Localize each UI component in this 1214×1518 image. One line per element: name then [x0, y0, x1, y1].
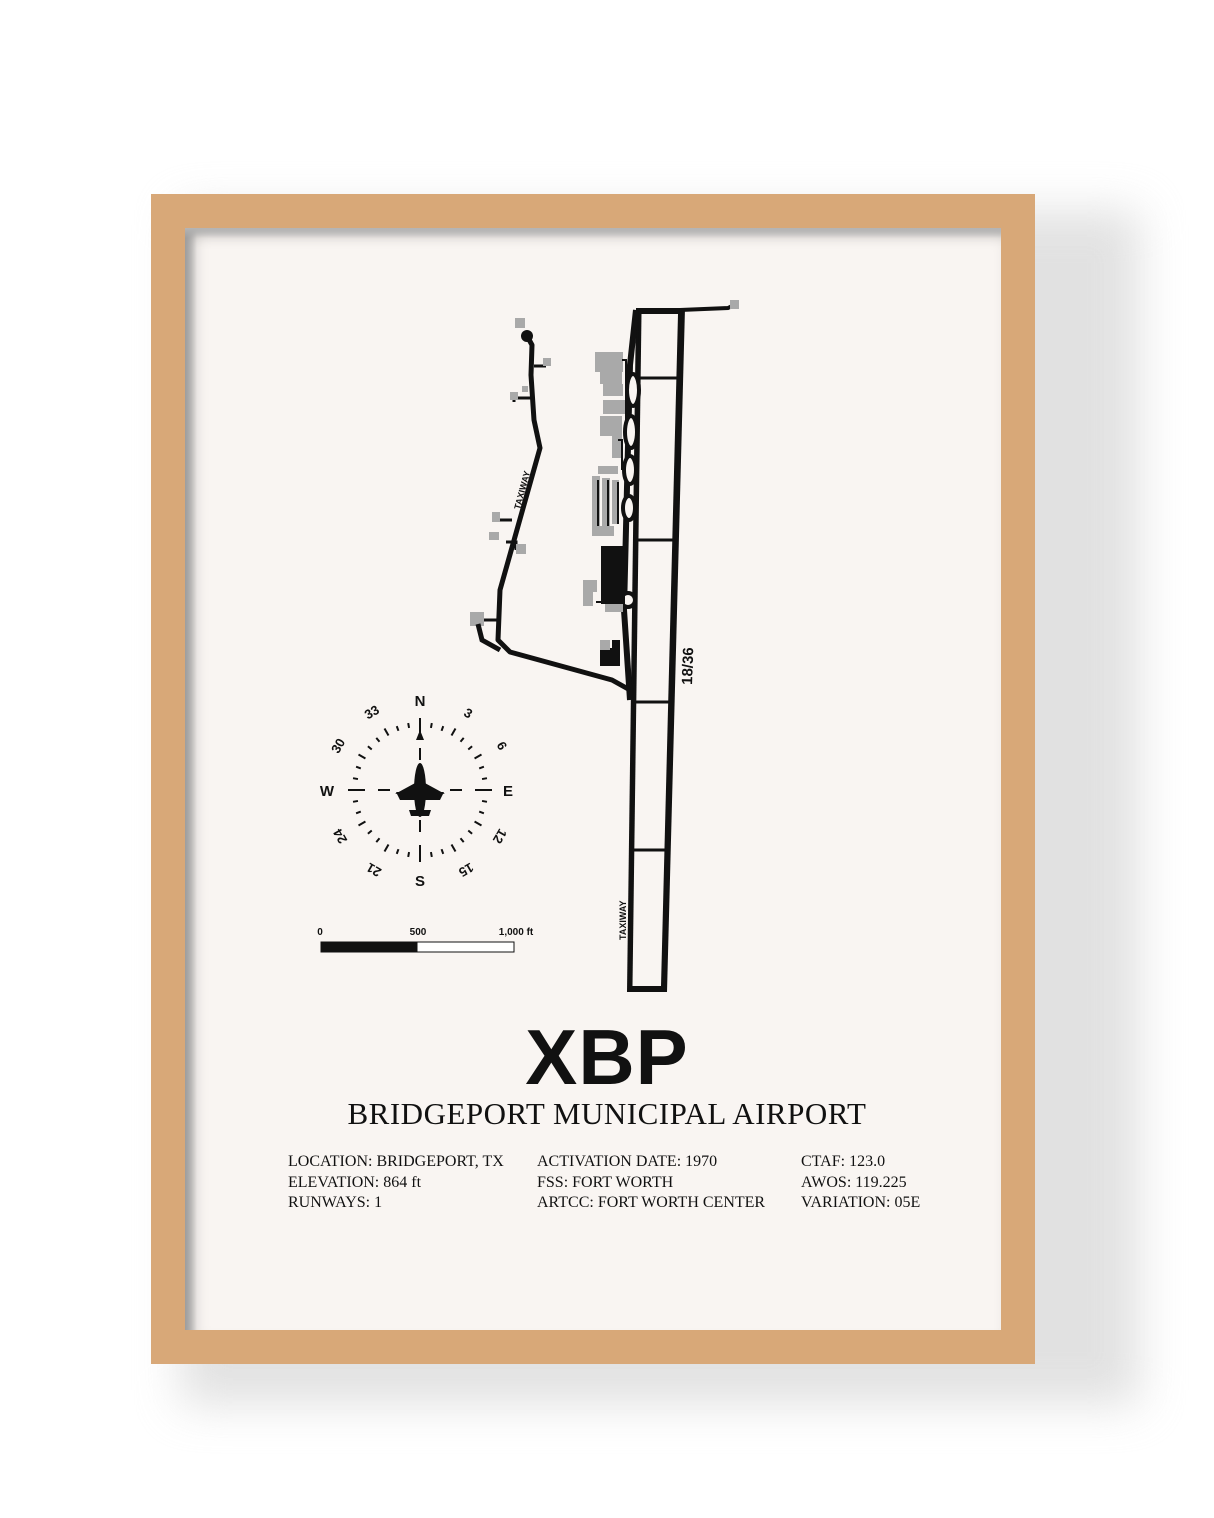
- compass-tick: [355, 810, 362, 815]
- poster-mat: [185, 228, 1001, 1330]
- compass-heading-12: 12: [490, 826, 510, 846]
- compass-tick: [395, 725, 400, 732]
- compass-tick: [474, 820, 482, 827]
- compass-rose: [348, 718, 492, 862]
- info-column-1: LOCATION: BRIDGEPORT, TX ELEVATION: 864 …: [288, 1152, 504, 1214]
- airport-name: BRIDGEPORT MUNICIPAL AIRPORT: [347, 1096, 867, 1131]
- info-fss: FSS: FORT WORTH: [537, 1173, 674, 1191]
- compass-tick: [429, 722, 433, 729]
- runway-label: 18/36: [679, 647, 697, 685]
- compass-tick: [375, 737, 381, 743]
- compass-tick: [352, 799, 359, 803]
- compass-tick: [395, 848, 400, 855]
- compass-tick: [355, 765, 362, 770]
- compass-tick: [358, 820, 366, 827]
- west-taxiway: [470, 318, 632, 693]
- info-ctaf: CTAF: 123.0: [801, 1153, 886, 1170]
- taxiway-stub: [679, 300, 739, 312]
- compass-tick: [481, 777, 488, 781]
- compass-tick: [367, 745, 373, 751]
- info-activation-date: ACTIVATION DATE: 1970: [537, 1153, 718, 1170]
- hangars: [583, 352, 627, 650]
- compass-tick: [367, 829, 373, 835]
- compass-south: S: [415, 873, 425, 890]
- north-pointer-icon: [416, 730, 424, 740]
- compass-tick: [440, 725, 445, 732]
- compass-heading-33: 33: [362, 702, 382, 722]
- compass-heading-24: 24: [330, 826, 351, 847]
- hangar-outlines: [596, 359, 627, 603]
- compass-heading-3: 3: [461, 705, 475, 722]
- frame-inner-shadow-top: [185, 228, 1001, 238]
- compass-tick: [474, 753, 482, 760]
- compass-east: E: [503, 783, 513, 800]
- compass-heading-21: 21: [364, 860, 384, 880]
- frame-inner-shadow: [185, 228, 197, 1330]
- info-artcc: ARTCC: FORT WORTH CENTER: [537, 1194, 766, 1211]
- compass-tick: [429, 851, 433, 858]
- compass-tick: [375, 837, 381, 843]
- compass-tick: [481, 799, 488, 803]
- compass-heading-15: 15: [456, 860, 476, 880]
- compass-west: W: [320, 783, 335, 800]
- apron: [600, 309, 641, 701]
- info-runways: RUNWAYS: 1: [288, 1194, 383, 1211]
- airport-code: XBP: [525, 1013, 689, 1101]
- compass-tick: [352, 777, 359, 781]
- compass-tick: [478, 810, 485, 815]
- compass-north: N: [415, 693, 426, 710]
- compass-tick: [459, 837, 465, 843]
- scale-label-0: 0: [317, 927, 323, 938]
- scale-label-500: 500: [410, 927, 427, 938]
- runway: [627, 308, 685, 992]
- airplane-icon: [395, 763, 445, 817]
- info-awos: AWOS: 119.225: [801, 1173, 907, 1191]
- compass-tick: [450, 844, 457, 852]
- scale-label-1000: 1,000 ft: [499, 927, 534, 938]
- compass-tick: [478, 765, 485, 770]
- compass-tick: [440, 848, 445, 855]
- compass-tick: [407, 722, 411, 729]
- compass-tick: [450, 728, 457, 736]
- scale-bar: [320, 941, 515, 953]
- compass-tick: [383, 728, 390, 736]
- taxiway-label-south: TAXIWAY: [618, 900, 628, 940]
- info-location: LOCATION: BRIDGEPORT, TX: [288, 1153, 504, 1170]
- compass-tick: [467, 829, 473, 835]
- compass-tick: [358, 753, 366, 760]
- compass-tick: [407, 851, 411, 858]
- compass-tick: [467, 745, 473, 751]
- compass-tick: [383, 844, 390, 852]
- compass-tick: [459, 737, 465, 743]
- compass-heading-30: 30: [328, 736, 348, 756]
- info-column-3: CTAF: 123.0 AWOS: 119.225 VARIATION: 05E: [801, 1152, 920, 1214]
- compass-heading-6: 6: [494, 739, 511, 753]
- info-elevation: ELEVATION: 864 ft: [288, 1173, 422, 1191]
- info-column-2: ACTIVATION DATE: 1970 FSS: FORT WORTH AR…: [537, 1152, 765, 1214]
- info-variation: VARIATION: 05E: [801, 1194, 921, 1211]
